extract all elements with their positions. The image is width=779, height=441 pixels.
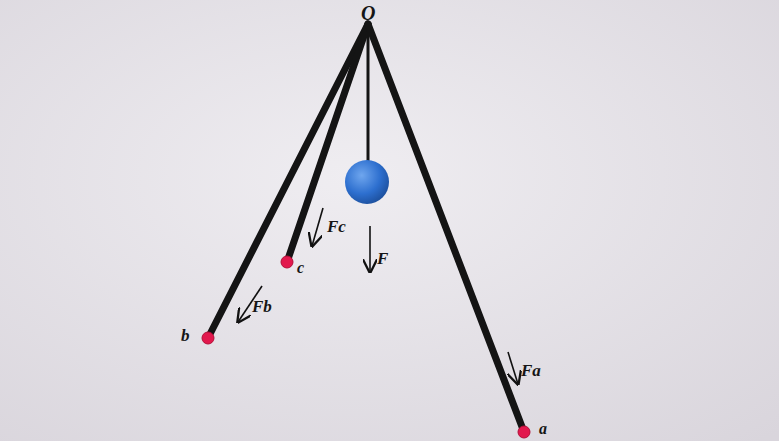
rod-a	[368, 24, 524, 432]
rod-b	[208, 24, 368, 338]
force-arrow	[369, 226, 371, 272]
force-label: F	[377, 250, 388, 267]
origin-label: O	[361, 3, 375, 23]
force-arrow-a	[508, 352, 518, 384]
ball	[345, 160, 389, 204]
point-a	[518, 426, 530, 438]
point-label: a	[539, 421, 547, 437]
force-arrow-c	[312, 208, 323, 246]
force-label: Fc	[327, 218, 346, 235]
point-c	[281, 256, 293, 268]
point-label: c	[297, 260, 304, 276]
rod-c	[287, 24, 368, 262]
point-label: b	[181, 327, 190, 344]
string	[367, 24, 370, 162]
end-points	[202, 256, 530, 438]
force-label: Fb	[252, 298, 272, 315]
point-b	[202, 332, 214, 344]
force-arrows	[238, 208, 518, 384]
force-label: Fa	[521, 362, 541, 379]
rods	[208, 24, 524, 432]
